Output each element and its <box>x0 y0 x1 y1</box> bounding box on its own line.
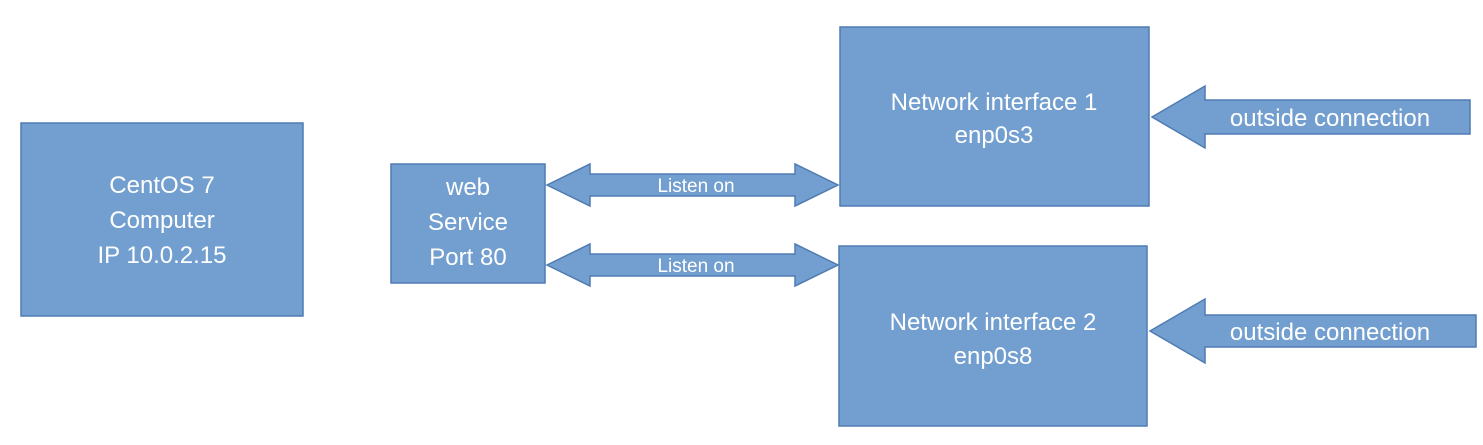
web-service-line-1: web <box>445 174 490 201</box>
web-service-line-2: Service <box>428 209 508 236</box>
iface1-line-2: enp0s3 <box>955 122 1034 149</box>
computer-node: CentOS 7 Computer IP 10.0.2.15 <box>20 122 304 317</box>
outside-connection-arrow-1: outside connection <box>1150 84 1471 150</box>
listen-on-arrow-2: Listen on <box>545 242 840 288</box>
computer-line-3: IP 10.0.2.15 <box>98 242 227 269</box>
web-service-node: web Service Port 80 <box>390 163 546 284</box>
iface1-line-1: Network interface 1 <box>891 89 1098 116</box>
outside-connection-label-2: outside connection <box>1230 319 1430 346</box>
iface2-line-1: Network interface 2 <box>890 309 1097 336</box>
outside-connection-arrow-2: outside connection <box>1148 297 1477 365</box>
web-service-line-3: Port 80 <box>429 244 506 271</box>
network-interface-2-node: Network interface 2 enp0s8 <box>838 245 1148 427</box>
computer-line-2: Computer <box>109 207 214 234</box>
computer-line-1: CentOS 7 <box>109 172 214 199</box>
listen-on-label-1: Listen on <box>657 176 734 197</box>
iface2-line-2: enp0s8 <box>954 343 1033 370</box>
listen-on-label-2: Listen on <box>657 256 734 277</box>
listen-on-arrow-1: Listen on <box>545 162 840 208</box>
outside-connection-label-1: outside connection <box>1230 105 1430 132</box>
network-interface-1-node: Network interface 1 enp0s3 <box>839 26 1150 207</box>
